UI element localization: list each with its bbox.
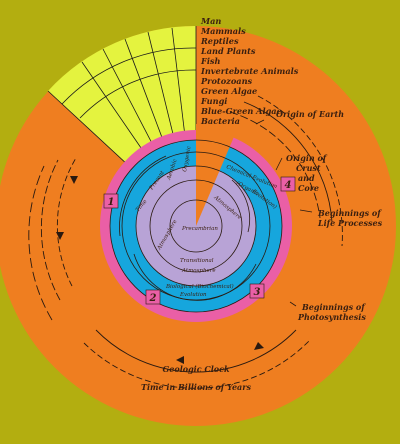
- life-form-label: Fungi: [200, 96, 227, 106]
- outer-arc: [95, 329, 297, 373]
- inner-ring: [149, 179, 243, 273]
- inner-ring: [169, 199, 223, 253]
- life-form-label: Reptiles: [200, 36, 239, 46]
- beginnings-life-label: Life Processes: [317, 218, 383, 228]
- beginnings-life-label: Beginnings of: [317, 208, 382, 218]
- wedge-arc: [79, 69, 197, 119]
- spiral-arrows: [119, 155, 257, 301]
- arrowhead: [254, 342, 264, 350]
- clock-number: 2: [149, 293, 157, 304]
- life-form-label: Mammals: [200, 26, 246, 36]
- clock-numbers: 1 2 3 4: [108, 180, 292, 304]
- present-wedge: [196, 123, 236, 226]
- spiral-arrow: [133, 253, 257, 301]
- number-box: [249, 283, 265, 299]
- oxygenic-label: Oxygenic: [182, 146, 192, 173]
- origin-earth-label: Origin of Earth: [276, 109, 344, 119]
- origin-crust-label: Core: [298, 183, 319, 193]
- life-form-label: Green Algae: [201, 86, 257, 96]
- outer-arc: [257, 95, 343, 247]
- inner-ring: [135, 165, 257, 287]
- arrowhead: [70, 176, 78, 184]
- beginnings-photosynthesis-label: Beginnings of: [301, 302, 366, 312]
- outer-arc: [56, 157, 77, 287]
- clock-number: 1: [108, 197, 115, 208]
- outer-arrowheads: [56, 176, 264, 364]
- beginnings-photosynthesis-label: Photosynthesis: [297, 312, 366, 322]
- outer-arc: [28, 165, 53, 321]
- outer-arc: [229, 111, 321, 219]
- clock-number: 3: [254, 287, 261, 298]
- spiral-arrow: [231, 179, 251, 233]
- clock-number: 4: [285, 180, 292, 191]
- event-connectors: [255, 119, 313, 307]
- wedge-arcs: [61, 47, 197, 119]
- biological-evolution-label: Biological (Biochemical): [165, 283, 234, 290]
- outer-arc: [40, 159, 61, 301]
- life-form-label: Protozoans: [200, 76, 253, 86]
- arrowhead: [56, 232, 64, 240]
- biological-evolution-label: Evolution: [179, 292, 207, 298]
- life-form-label: Land Plants: [200, 46, 256, 56]
- event-connector: [289, 301, 297, 307]
- event-labels: Origin of Earth Origin of Crust and Core…: [276, 109, 383, 322]
- number-box: [145, 289, 161, 305]
- event-connector: [299, 209, 313, 213]
- wedge-arc: [61, 47, 197, 105]
- event-connector: [255, 119, 265, 125]
- life-form-label: Blue-Green Algae: [200, 106, 282, 116]
- life-form-label: Invertebrate Animals: [200, 66, 299, 76]
- transitional-label: Transitional: [180, 258, 214, 264]
- origin-crust-label: Crust: [296, 163, 321, 173]
- life-form-label: Man: [200, 16, 221, 26]
- inner-ring: [109, 139, 283, 313]
- atmosphere-lower-label: Atmosphere: [181, 268, 216, 274]
- origin-crust-label: and: [298, 173, 315, 183]
- life-forms-list: Man Mammals Reptiles Land Plants Fish In…: [200, 16, 299, 126]
- outer-arc: [243, 101, 333, 223]
- number-box: [103, 193, 119, 209]
- origin-crust-label: Origin of: [286, 153, 328, 163]
- number-box: [280, 176, 296, 192]
- caption-subtitle: Time in Billions of Years: [141, 382, 251, 392]
- arrowhead: [176, 356, 184, 364]
- caption-title: Geologic Clock: [162, 364, 230, 374]
- precambrian-label: Precambrian: [181, 226, 218, 232]
- life-form-label: Bacteria: [200, 116, 240, 126]
- event-connector: [275, 157, 283, 171]
- clock-number-boxes: [103, 176, 296, 305]
- spiral-arrow: [119, 155, 167, 237]
- outer-arcs: [28, 95, 343, 389]
- life-form-label: Fish: [200, 56, 221, 66]
